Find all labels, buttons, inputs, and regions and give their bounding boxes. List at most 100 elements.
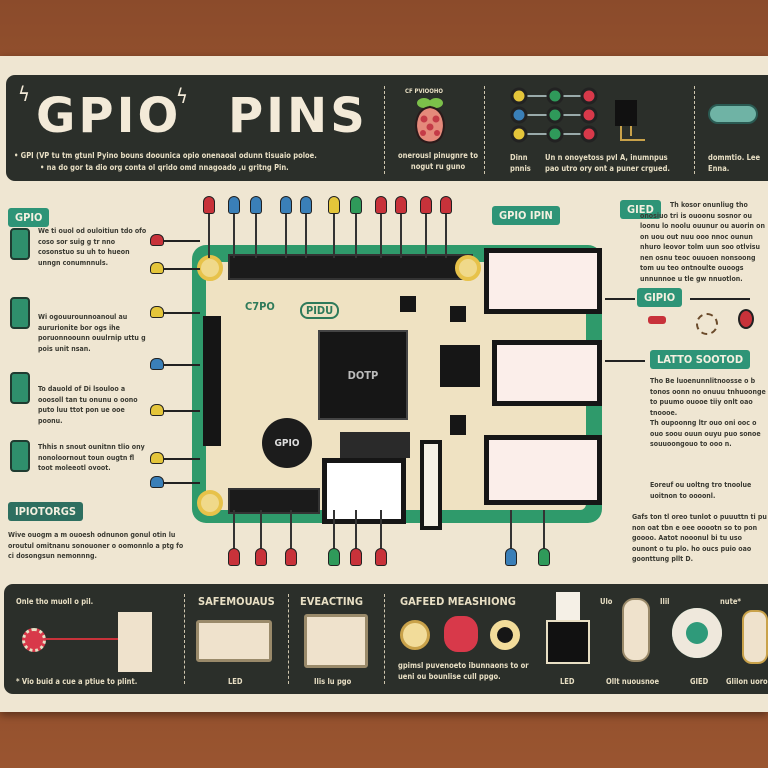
raspberry-icon [444, 616, 478, 652]
led [150, 476, 164, 488]
pi-caption: onerousl pinugnre to nogut ru guno [398, 151, 478, 171]
led [150, 404, 164, 416]
tag-gpio-right: GIPIO [637, 288, 683, 307]
led [395, 196, 407, 214]
connector-line [164, 268, 200, 270]
chip [440, 345, 480, 387]
led-leg [355, 214, 357, 258]
mounting-hole [455, 255, 481, 281]
led [350, 196, 362, 214]
tag-gled: GIED [620, 200, 661, 219]
led [203, 196, 215, 214]
tag-gpio-pin: GPIO IPIN [492, 206, 560, 225]
usb-port [484, 248, 602, 314]
right-paragraph: Th oupoonng ltr ouo oni ooc o ouo soou o… [650, 419, 761, 448]
led [150, 262, 164, 274]
led-leg [290, 510, 292, 550]
connector-line [164, 410, 200, 412]
silk-text: C7PO [245, 300, 275, 313]
hdmi-port [322, 458, 406, 524]
circuit-icon [304, 614, 368, 668]
pins-caption-a: Dinn pnnis [510, 153, 531, 173]
gpio-header-bottom [228, 488, 320, 514]
silk-text: PIDU [300, 302, 340, 319]
breadboard-icon [196, 620, 272, 662]
led [420, 196, 432, 214]
divider [384, 594, 385, 684]
led [228, 196, 240, 214]
tag-ipiotorgs: IPIOTORGS [8, 502, 84, 521]
led-leg [425, 214, 427, 258]
chip [450, 415, 466, 435]
switch-icon [742, 610, 768, 664]
divider [288, 594, 289, 684]
chip [450, 306, 466, 322]
led-leg [355, 510, 357, 550]
led [280, 196, 292, 214]
led-leg [255, 214, 257, 258]
title-gpio: GPIO [36, 88, 182, 144]
mounting-hole [197, 255, 223, 281]
right-paragraph: Tho Be luoenunnlitnoosse o b tonos oonn … [650, 377, 766, 417]
ethernet-port [484, 435, 602, 505]
led [300, 196, 312, 214]
led-leg [380, 510, 382, 550]
led-leg [285, 214, 287, 258]
connector-line [690, 298, 750, 300]
right-paragraph: Gafs ton tl oreo tunlot o puuuttn ti pu … [632, 513, 767, 563]
divider [184, 594, 185, 684]
gpio-header-top [228, 254, 473, 280]
led [150, 452, 164, 464]
usb-icon [556, 592, 580, 620]
divider [484, 86, 485, 174]
led [328, 548, 340, 566]
led [255, 548, 267, 566]
right-paragraph: Eoreuf ou uoltng tro tnoolue uoitnon to … [650, 481, 752, 500]
led-icon [738, 309, 754, 329]
tag-latto: LATTO SOOTOD [650, 350, 751, 369]
relay-icon [546, 620, 590, 664]
led-leg [208, 214, 210, 258]
header-description-2: • na do gor ta dio org conta ol qrido om… [40, 163, 289, 172]
led [250, 196, 262, 214]
footer-col8-caption: Glilon uoro [726, 677, 768, 686]
led-leg [233, 214, 235, 258]
right-paragraph: Th kosor onunliug tho onosiuo tri is ouo… [640, 201, 765, 283]
led-leg [543, 510, 545, 550]
gpio-pins-diagram-icon [510, 87, 645, 143]
connector-line [164, 482, 200, 484]
lightning-icon: ϟ [176, 84, 188, 108]
connector [340, 432, 410, 458]
connector-line [164, 312, 200, 314]
button-icon [400, 620, 430, 650]
chip [400, 296, 416, 312]
led [538, 548, 550, 566]
switch-icon [10, 297, 30, 329]
led [505, 548, 517, 566]
led [285, 548, 297, 566]
led [375, 548, 387, 566]
audio-jack [420, 440, 442, 530]
tag-gpio-left: GPIO [8, 208, 50, 227]
sensor-icon [622, 598, 650, 662]
pins-caption-b: Un n onoyetoss pvl A, inumnpus pao utro … [545, 153, 670, 173]
led-leg [510, 510, 512, 550]
footer-col7-label: Ilil [660, 597, 670, 606]
footer-col7-caption: GIED [690, 677, 709, 686]
connector-line [164, 458, 200, 460]
led [150, 358, 164, 370]
sensor-icon [696, 313, 718, 335]
left-paragraph: Wive ouogm a m ouoesh odnunon gonul otin… [8, 531, 184, 560]
divider [384, 86, 385, 174]
footer-col5-caption: LED [560, 677, 575, 686]
pi-caption-top: CF PVIOOHO [405, 88, 443, 95]
footer-col3-caption: Ilis lu pgo [314, 677, 352, 686]
connector-line [605, 360, 645, 362]
dial-icon [672, 608, 722, 658]
switch-icon [10, 228, 30, 260]
led-leg [233, 510, 235, 550]
footer-col4-caption: gpimsl puvenoeto ibunnaons to or ueni ou… [398, 661, 529, 681]
header-bar [6, 75, 768, 181]
switch-icon [10, 440, 30, 472]
led-icon [22, 628, 46, 652]
